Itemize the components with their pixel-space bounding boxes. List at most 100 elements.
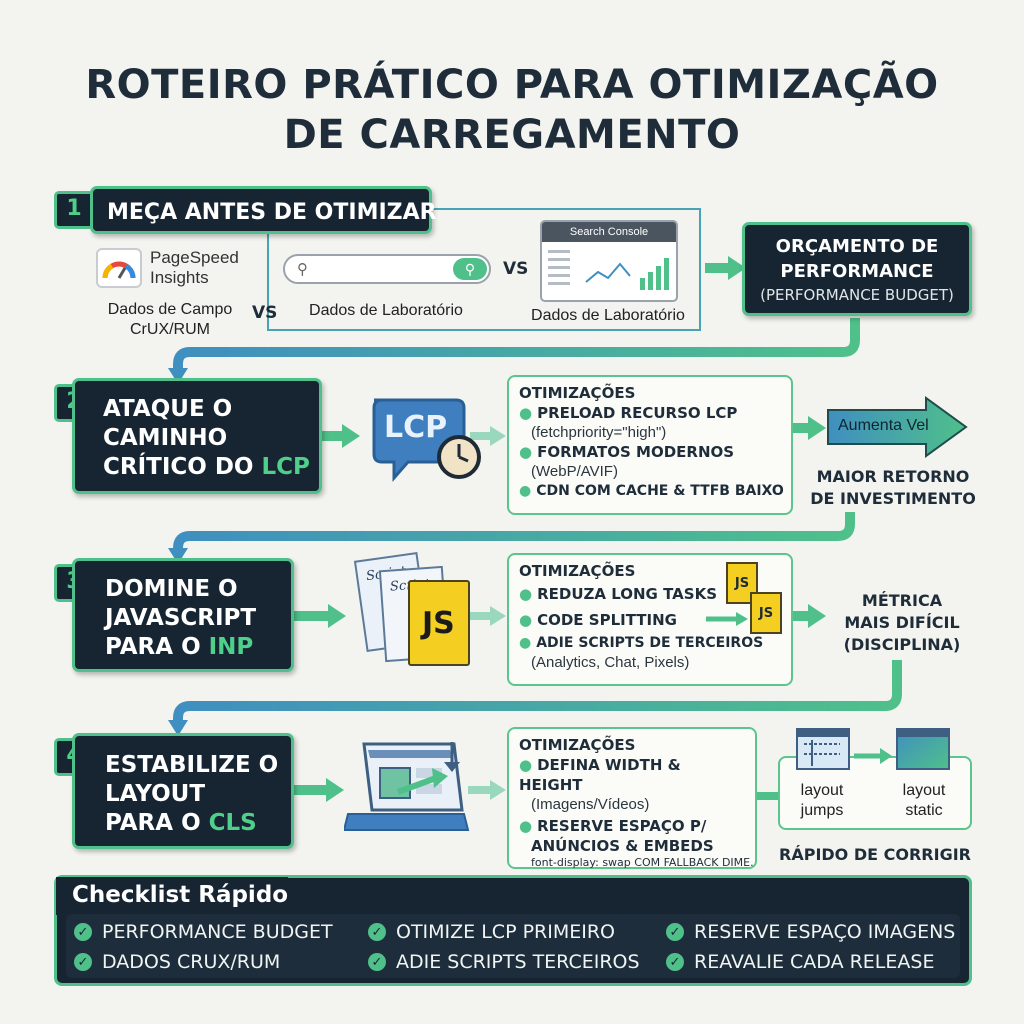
step-3-result-line3: (DISCIPLINA) <box>843 635 961 654</box>
search-console-chart-icon <box>548 250 669 290</box>
step-2-opt1-text: PRELOAD RECURSO LCP <box>537 404 738 422</box>
code-split-arrow-icon <box>706 612 748 626</box>
step-2-opt-heading: OTIMIZAÇÕES <box>519 384 636 402</box>
js-small-icon-2: JS <box>750 592 782 634</box>
js-small-icon-1: JS <box>726 562 758 604</box>
speed-arrow-label: Aumenta Vel <box>838 417 929 434</box>
page-title-line2: DE CARREGAMENTO <box>283 112 741 158</box>
checklist-item-4-text: DADOS CRUX/RUM <box>102 951 281 973</box>
step-4-result: RÁPIDO DE CORRIGIR <box>779 845 971 864</box>
lcp-illustration: LCP <box>368 392 481 482</box>
performance-budget-box: ORÇAMENTO DE PERFORMANCE (PERFORMANCE BU… <box>742 222 972 316</box>
checklist-item-6-text: REAVALIE CADA RELEASE <box>694 951 935 973</box>
step-3-title-line2: JAVASCRIPT <box>105 605 257 631</box>
step-2-title-line1: ATAQUE O <box>103 396 233 422</box>
checklist-item-5-text: ADIE SCRIPTS TERCEIROS <box>396 951 640 973</box>
check-icon: ✓ <box>74 953 92 971</box>
check-icon: ✓ <box>666 953 684 971</box>
step-2-optimizations: OTIMIZAÇÕES ●PRELOAD RECURSO LCP (fetchp… <box>507 375 793 515</box>
lcp-icon-label: LCP <box>384 410 448 445</box>
checklist-item-1: ✓ PERFORMANCE BUDGET <box>74 921 333 943</box>
speed-arrow-icon <box>827 396 968 458</box>
step-4-title-accent: CLS <box>208 810 257 836</box>
checklist-item-5: ✓ ADIE SCRIPTS TERCEIROS <box>368 951 640 973</box>
step-2-title-accent: LCP <box>261 454 310 480</box>
step-4-opt1: ●DEFINA WIDTH & HEIGHT <box>519 756 681 794</box>
step-4-title-line2: LAYOUT <box>105 781 206 807</box>
pagespeed-label: PageSpeed Insights <box>150 248 239 288</box>
step-3-opt2: ●CODE SPLITTING <box>519 611 677 629</box>
step-2-title-prefix: CRÍTICO DO <box>103 454 262 480</box>
check-icon: ✓ <box>368 953 386 971</box>
layout-jumps-label: layout jumps <box>786 781 858 821</box>
layout-arrow-icon <box>854 748 892 764</box>
step-1-title: MEÇA ANTES DE OTIMIZAR <box>107 200 437 225</box>
budget-line2: PERFORMANCE <box>780 261 934 282</box>
step-4-opt2-line2: ANÚNCIOS & EMBEDS <box>531 837 714 855</box>
step-1-header: MEÇA ANTES DE OTIMIZAR <box>90 186 437 234</box>
search-button-icon: ⚲ <box>453 258 487 280</box>
layout-static-icon <box>896 728 950 770</box>
check-icon: ✓ <box>368 923 386 941</box>
pagespeed-label-line2: Insights <box>150 268 209 287</box>
step-3-title: DOMINE O JAVASCRIPT PARA O INP <box>75 561 291 662</box>
step-4-header: ESTABILIZE O LAYOUT PARA O CLS <box>72 733 294 849</box>
pagespeed-gauge-icon <box>96 248 142 288</box>
checklist-item-3: ✓ RESERVE ESPAÇO IMAGENS <box>666 921 955 943</box>
checklist-item-2: ✓ OTIMIZE LCP PRIMEIRO <box>368 921 615 943</box>
search-console-title: Search Console <box>542 222 676 242</box>
step-2-opt2-sub: (WebP/AVIF) <box>531 463 618 480</box>
step-4-title-line1: ESTABILIZE O <box>105 752 279 778</box>
step-3-opt3: ●ADIE SCRIPTS DE TERCEIROS <box>519 635 764 651</box>
checklist-item-6: ✓ REAVALIE CADA RELEASE <box>666 951 934 973</box>
checklist-item-1-text: PERFORMANCE BUDGET <box>102 921 333 943</box>
vs-label-2: VS <box>503 259 529 279</box>
layout-jumps-line2: jumps <box>800 802 844 819</box>
clock-icon <box>437 435 481 479</box>
checklist-item-2-text: OTIMIZE LCP PRIMEIRO <box>396 921 615 943</box>
step-4-opt1-sub: (Imagens/Vídeos) <box>531 796 650 813</box>
step-4-opt2-line1: RESERVE ESPAÇO P/ <box>537 817 707 835</box>
step-3-result-line2: MAIS DIFÍCIL <box>844 613 960 632</box>
step-3-opt-heading: OTIMIZAÇÕES <box>519 562 636 580</box>
step-2-opt1: ●PRELOAD RECURSO LCP <box>519 404 738 422</box>
layout-jumps-icon <box>796 728 850 770</box>
step-2-title: ATAQUE O CAMINHO CRÍTICO DO LCP <box>75 381 319 482</box>
step-3-title-accent: INP <box>208 634 254 660</box>
step-3-header: DOMINE O JAVASCRIPT PARA O INP <box>72 558 294 672</box>
step-3-opt1-text: REDUZA LONG TASKS <box>537 585 717 603</box>
js-file-icon: JS <box>408 580 470 666</box>
step-2-result-line1: MAIOR RETORNO <box>816 467 970 486</box>
step-4-optimizations: OTIMIZAÇÕES ●DEFINA WIDTH & HEIGHT (Imag… <box>507 727 757 869</box>
step-3-result-line1: MÉTRICA <box>861 591 943 610</box>
step-4-opt2: ●RESERVE ESPAÇO P/ <box>519 817 707 835</box>
step-4-opt-heading: OTIMIZAÇÕES <box>519 736 636 754</box>
step-2-header: ATAQUE O CAMINHO CRÍTICO DO LCP <box>72 378 322 494</box>
step-2-opt2-text: FORMATOS MODERNOS <box>537 443 735 461</box>
pagespeed-label-line1: PageSpeed <box>150 248 239 267</box>
field-data-line1: Dados de Campo <box>107 301 233 318</box>
layout-jumps-line1: layout <box>800 782 844 799</box>
checklist-item-3-text: RESERVE ESPAÇO IMAGENS <box>694 921 956 943</box>
step-3-title-line3: PARA O INP <box>105 633 291 662</box>
page-title: ROTEIRO PRÁTICO PARA OTIMIZAÇÃO <box>85 62 939 108</box>
check-icon: ✓ <box>666 923 684 941</box>
search-console-window: Search Console <box>540 220 678 302</box>
budget-line1: ORÇAMENTO DE <box>775 236 939 257</box>
search-bar: ⚲ ⚲ <box>283 254 491 284</box>
step-2-title-line3: CRÍTICO DO LCP <box>103 453 319 482</box>
vs-label-1: VS <box>252 303 278 323</box>
js-file-label: JS <box>422 606 455 641</box>
check-icon: ✓ <box>74 923 92 941</box>
layout-static-line1: layout <box>902 782 946 799</box>
checklist-item-4: ✓ DADOS CRUX/RUM <box>74 951 280 973</box>
step-4-title-line3: PARA O CLS <box>105 809 291 838</box>
step-2-result: MAIOR RETORNO DE INVESTIMENTO <box>800 466 986 510</box>
step-4-title-prefix: PARA O <box>105 810 209 836</box>
checklist-title-tab <box>56 877 288 915</box>
lab-data-label-1: Dados de Laboratório <box>309 302 463 319</box>
step-4-opt3: font-display: swap COM FALLBACK DIME. <box>531 856 754 869</box>
field-data-line2: CrUX/RUM <box>130 321 210 338</box>
step-2-title-line2: CAMINHO <box>103 425 228 451</box>
